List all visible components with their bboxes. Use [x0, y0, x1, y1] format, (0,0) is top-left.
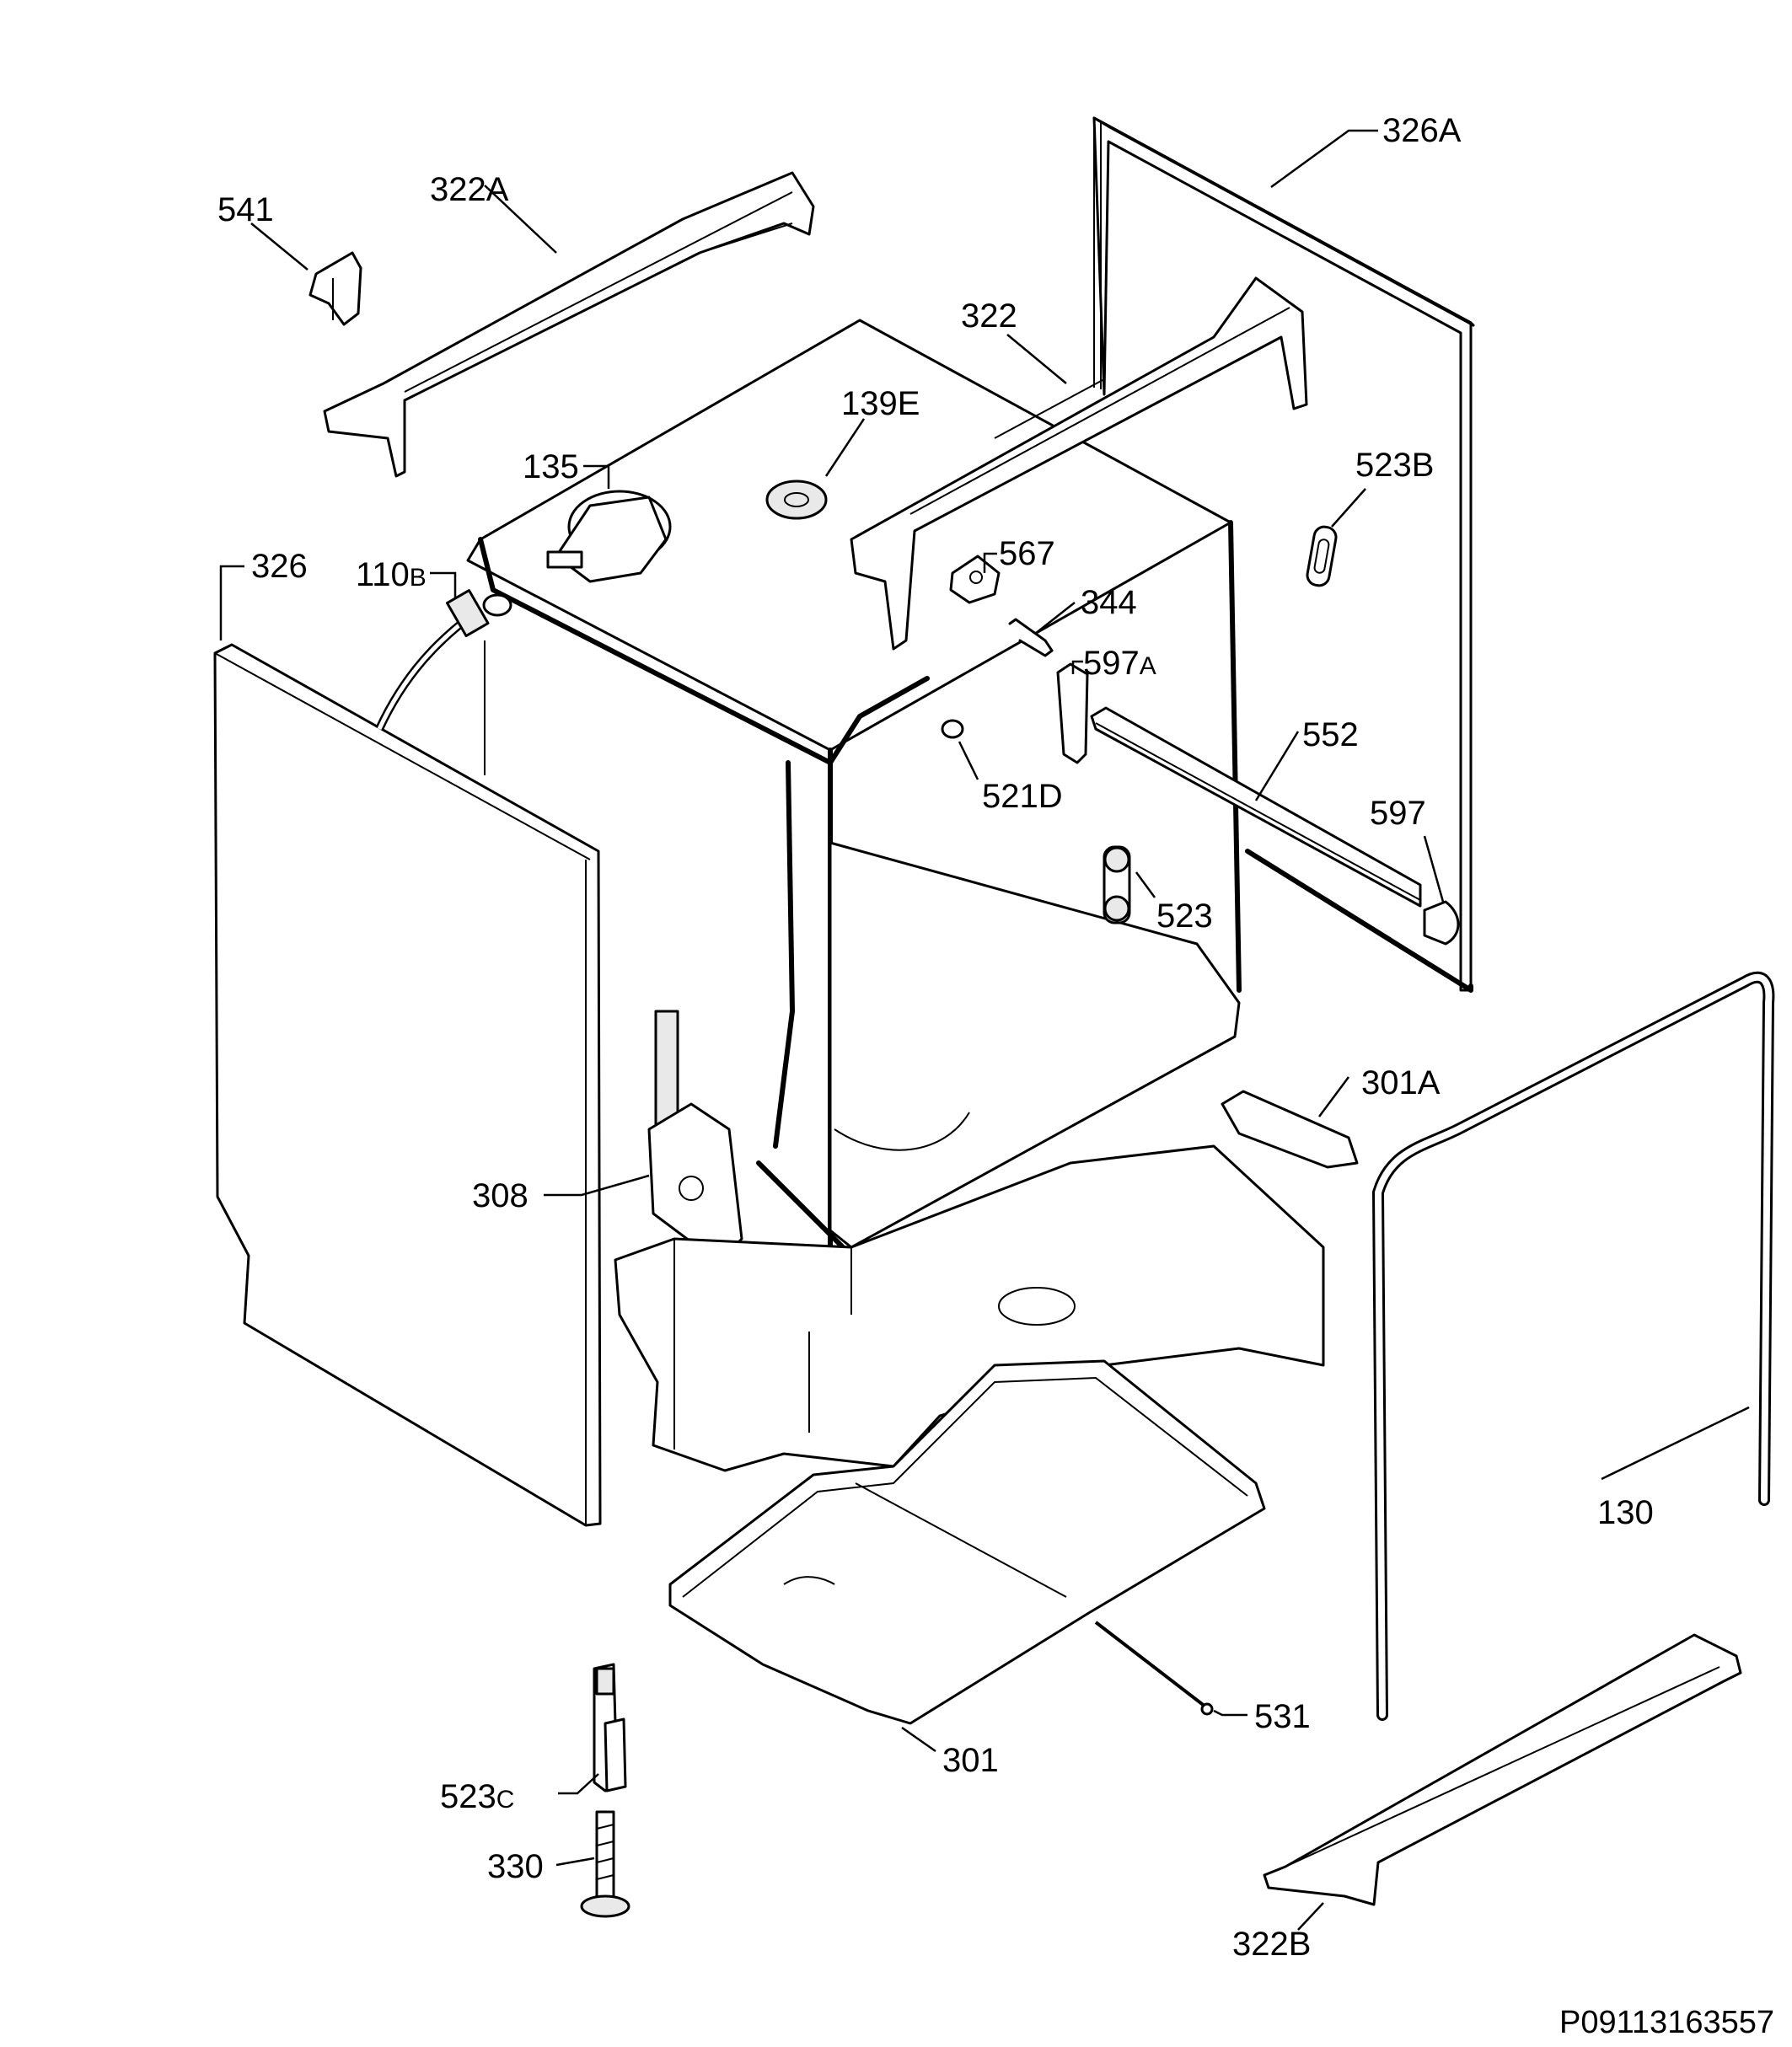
label-523C: 523C [440, 1778, 514, 1815]
label-322B: 322B [1232, 1926, 1311, 1963]
part-523C-foot-holder [593, 1663, 627, 1792]
label-567: 567 [999, 535, 1055, 572]
label-326A: 326A [1382, 112, 1462, 149]
label-523: 523 [1156, 898, 1213, 935]
label-135: 135 [523, 448, 579, 485]
callout-labels: 326A 541 322A 322 139E 135 523B 326 110B… [217, 112, 1654, 1963]
part-326-side-panel [213, 643, 602, 1527]
label-301: 301 [942, 1742, 999, 1779]
label-597: 597 [1370, 795, 1426, 832]
label-552: 552 [1302, 716, 1359, 753]
part-541-clip [309, 251, 362, 326]
label-330: 330 [487, 1848, 544, 1885]
part-322A-top-rail [323, 171, 815, 478]
label-597A: 597A [1083, 645, 1156, 682]
label-130: 130 [1597, 1494, 1654, 1531]
label-523B: 523B [1355, 447, 1434, 484]
part-135-softener [546, 490, 672, 583]
part-521D-nut [941, 719, 964, 739]
part-597-stopper [1423, 900, 1460, 946]
part-110B-hose [375, 589, 512, 775]
document-number: P09113163557 [1559, 2005, 1774, 2040]
label-541: 541 [217, 191, 274, 228]
part-597A-latch [1056, 662, 1089, 764]
part-301A-cover [1221, 1090, 1359, 1169]
label-322A: 322A [430, 171, 509, 208]
label-301A: 301A [1361, 1064, 1441, 1101]
label-308: 308 [472, 1177, 528, 1214]
part-523-roller [1103, 845, 1131, 924]
part-531-pin [1094, 1621, 1214, 1716]
part-330-foot [580, 1810, 630, 1918]
label-110B: 110B [356, 556, 427, 593]
label-326: 326 [251, 548, 308, 585]
label-139E: 139E [841, 385, 920, 422]
part-523B-link [1306, 525, 1338, 587]
part-326A-side-panel [1092, 116, 1475, 993]
part-322-crossbar [850, 276, 1308, 651]
part-344-clip [1008, 618, 1054, 657]
part-301-base-tray [668, 1359, 1266, 1725]
part-567-bracket [949, 555, 1001, 604]
part-139E-cap [765, 480, 828, 520]
part-130-door-seal [1372, 971, 1775, 1721]
part-tub [466, 319, 1242, 1250]
part-322B-lower-rail [1263, 1633, 1742, 1906]
label-344: 344 [1081, 584, 1137, 621]
leader-lines [219, 129, 1750, 1931]
part-552-rail [1090, 706, 1422, 908]
part-308-hinge [647, 1010, 743, 1257]
label-521D: 521D [982, 778, 1063, 815]
label-531: 531 [1254, 1698, 1311, 1735]
label-322: 322 [961, 297, 1017, 335]
